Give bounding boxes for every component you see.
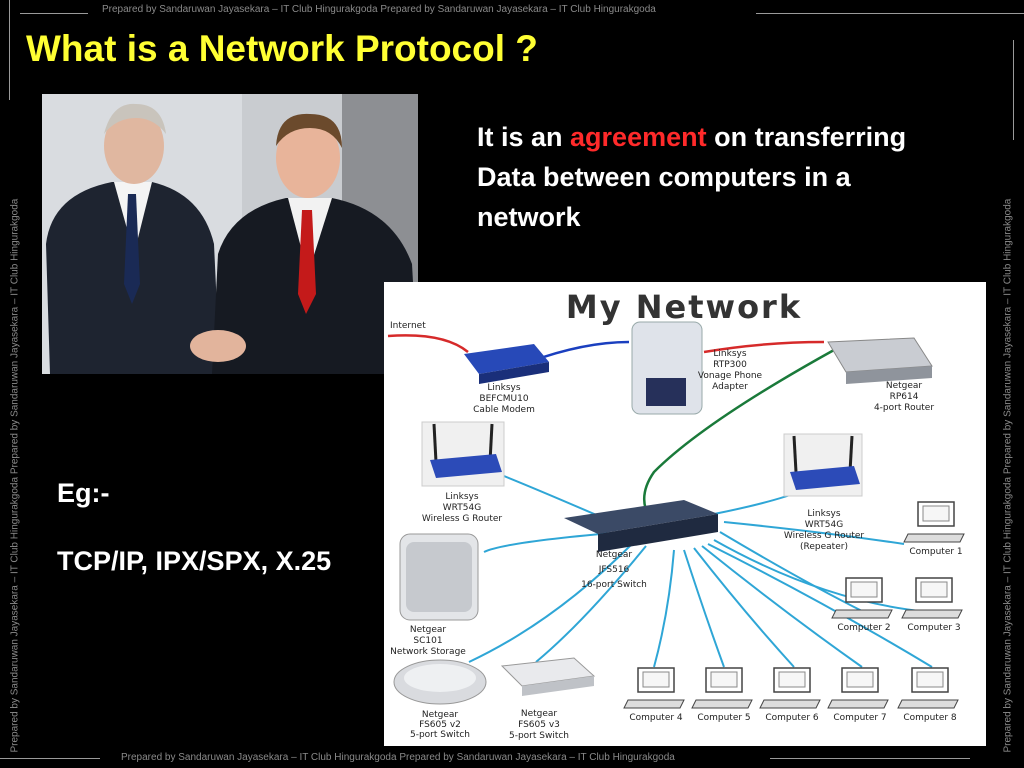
network-diagram: My Network Internet Linksys BEF xyxy=(384,282,986,746)
computer-3-label: Computer 3 xyxy=(907,623,960,633)
example-heading: Eg:- xyxy=(57,478,110,508)
computer-4-label: Computer 4 xyxy=(629,713,683,723)
storage-label-2: SC101 xyxy=(413,636,442,646)
frame-line-right-top xyxy=(1013,40,1014,140)
wifi2-label-3: Wireless G Router xyxy=(784,531,864,541)
computer-8-icon xyxy=(897,667,959,709)
handshake-image xyxy=(42,94,418,374)
frame-line-bottom-left xyxy=(0,758,100,759)
computer-1-icon xyxy=(903,501,965,543)
computer-7-icon xyxy=(827,667,889,709)
frame-line-left-top xyxy=(9,0,10,100)
fs605v3-label-1: Netgear xyxy=(521,709,558,719)
fs605v2-label-1: Netgear xyxy=(422,710,459,720)
network-storage-icon xyxy=(399,533,479,621)
frame-line-bottom-right xyxy=(770,758,970,759)
computer-1-label: Computer 1 xyxy=(909,547,962,557)
computer-8-label: Computer 8 xyxy=(903,713,957,723)
computer-2-label: Computer 2 xyxy=(837,623,890,633)
definition-prefix: It is an xyxy=(477,122,571,152)
fs605v2-label-3: 5-port Switch xyxy=(410,730,470,740)
wifi1-label-2: WRT54G xyxy=(443,503,481,513)
fs605v3-label-3: 5-port Switch xyxy=(509,731,569,741)
storage-label-3: Network Storage xyxy=(390,647,466,657)
fs605v3-switch-icon xyxy=(500,657,596,696)
storage-label-1: Netgear xyxy=(410,625,447,635)
switch-label-2: JFS516 xyxy=(598,565,630,575)
frame-line-top-right xyxy=(756,13,1024,14)
computer-6-label: Computer 6 xyxy=(765,713,819,723)
slide-title: What is a Network Protocol ? xyxy=(26,28,538,69)
modem-label-1: Linksys xyxy=(487,383,520,393)
computer-2-icon xyxy=(831,577,893,619)
frame-line-top-left xyxy=(20,13,88,14)
phone-label-3: Vonage Phone xyxy=(698,371,763,381)
router-label-3: 4-port Router xyxy=(874,403,934,413)
cable-modem-icon xyxy=(464,344,549,384)
wifi1-label-1: Linksys xyxy=(445,492,478,502)
watermark-right: Prepared by Sandaruwan Jayasekara – IT C… xyxy=(1002,198,1014,753)
computer-6-icon xyxy=(759,667,821,709)
wireless-router-2-icon xyxy=(783,433,863,497)
wifi2-label-4: (Repeater) xyxy=(800,542,848,552)
computer-5-icon xyxy=(691,667,753,709)
diagram-title: My Network xyxy=(566,288,802,326)
switch-icon xyxy=(564,500,718,552)
router-label-1: Netgear xyxy=(886,381,923,391)
modem-label-3: Cable Modem xyxy=(473,405,535,415)
computer-7-label: Computer 7 xyxy=(833,713,886,723)
example-protocols: TCP/IP, IPX/SPX, X.25 xyxy=(57,546,332,576)
router-icon xyxy=(827,337,933,384)
watermark-left: Prepared by Sandaruwan Jayasekara – IT C… xyxy=(9,198,21,753)
switch-label-1: Netgear xyxy=(596,550,633,560)
computer-4-icon xyxy=(623,667,685,709)
fs605v3-label-2: FS605 v3 xyxy=(518,720,560,730)
network-diagram-svg: My Network Internet Linksys BEF xyxy=(387,288,965,741)
definition-highlight: agreement xyxy=(570,122,707,152)
protocol-definition: It is an agreement on transferring Data … xyxy=(477,117,917,237)
computer-3-icon xyxy=(901,577,963,619)
computers-group: Computer 1 Computer 2 Computer 3 Computer 4… xyxy=(623,501,965,723)
handshake-photo xyxy=(42,94,418,374)
wifi1-label-3: Wireless G Router xyxy=(422,514,502,524)
phone-adapter-icon xyxy=(631,321,703,415)
wifi2-label-1: Linksys xyxy=(807,509,840,519)
wireless-router-1-icon xyxy=(421,421,505,487)
computer-5-label: Computer 5 xyxy=(697,713,750,723)
definition-suffix: on transferring Data between computers i… xyxy=(477,122,907,232)
watermark-bottom: Prepared by Sandaruwan Jayasekara – IT C… xyxy=(121,752,675,763)
fs605v2-switch-icon xyxy=(393,659,487,705)
fs605v2-label-2: FS605 v2 xyxy=(419,720,461,730)
wifi2-label-2: WRT54G xyxy=(805,520,843,530)
modem-label-2: BEFCMU10 xyxy=(479,394,528,404)
phone-label-4: Adapter xyxy=(712,382,748,392)
watermark-top: Prepared by Sandaruwan Jayasekara – IT C… xyxy=(102,4,656,15)
switch-label-3: 16-port Switch xyxy=(581,580,647,590)
internet-label: Internet xyxy=(390,321,426,331)
phone-label-1: Linksys xyxy=(713,349,746,359)
router-label-2: RP614 xyxy=(890,392,919,402)
phone-label-2: RTP300 xyxy=(713,360,747,370)
